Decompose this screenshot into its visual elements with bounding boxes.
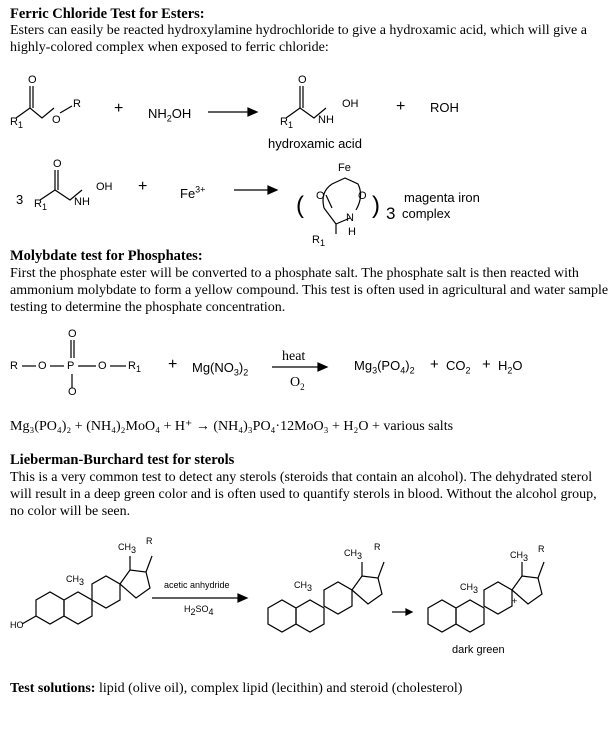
complex-o-right: O (358, 190, 367, 202)
reagent-acetic: acetic anhydride (164, 580, 230, 590)
phosphate-o1: O (38, 360, 47, 372)
phosphate-r: R (10, 360, 18, 372)
complex-count: 3 (386, 204, 396, 223)
sterol1-ch3: CH3 (66, 574, 85, 587)
acetic-anhydride-arrow (152, 593, 249, 603)
phosphate-r1: R1 (128, 360, 141, 375)
hydroxamic-nh: NH (318, 114, 334, 126)
oxygen-label: O2 (290, 375, 305, 392)
phosphate-o-top: O (68, 328, 77, 340)
complex-h: H (348, 226, 356, 238)
test-solutions: Test solutions: lipid (olive oil), compl… (10, 681, 463, 696)
ferric-ion: Fe3+ (180, 184, 206, 201)
magnesium-phosphate: Mg3(PO4)2 (354, 358, 415, 376)
magenta-label-2: complex (402, 206, 451, 221)
hydroxamic2-nh: NH (74, 196, 90, 208)
heat-label: heat (282, 349, 306, 364)
ferric-text: Esters can easily be reacted hydroxylami… (10, 23, 587, 55)
carbon-dioxide: CO2 (446, 358, 471, 376)
phosphate-o2: O (98, 360, 107, 372)
ester-r1: R1 (10, 116, 23, 131)
complex-n: N (346, 212, 354, 224)
dark-green-product-structure (427, 561, 545, 633)
hydroxamic2-r1: R1 (34, 198, 47, 213)
hydroxamic-acid-structure-2 (39, 170, 83, 201)
reaction-arrow-2 (234, 185, 279, 195)
left-paren: ( (296, 192, 304, 219)
phosphate-p: P (67, 360, 75, 372)
hydroxamic-oh: OH (342, 98, 359, 110)
hydroxamic-r1: R1 (280, 116, 293, 131)
roh: ROH (430, 100, 459, 115)
hydroxylamine: NH2OH (148, 106, 192, 124)
lieberman-heading: Lieberman-Burchard test for sterols (10, 452, 235, 468)
plus-sign: + (168, 356, 178, 373)
coefficient-3: 3 (16, 192, 24, 207)
molybdate-text: First the phosphate ester will be conver… (10, 266, 609, 315)
magnesium-nitrate: Mg(NO3)2 (192, 360, 249, 378)
ester-structure (15, 86, 73, 119)
sterol3-ch3-top: CH3 (510, 550, 529, 563)
sterol1-ho: HO (10, 620, 24, 630)
reaction-arrow (208, 107, 259, 117)
complex-fe: Fe (338, 162, 351, 174)
molybdate-heading: Molybdate test for Phosphates: (10, 248, 203, 264)
hydroxamic-acid-structure (285, 86, 327, 119)
dehydrated-sterol-structure (267, 561, 385, 633)
hydroxamic-o: O (298, 74, 307, 86)
lieberman-text: This is a very common test to detect any… (10, 470, 597, 519)
sterol2-ch3-top: CH3 (344, 548, 363, 561)
hydroxamic2-oh: OH (96, 181, 113, 193)
cholesterol-structure (21, 555, 153, 625)
water: H2O (498, 358, 523, 376)
plus-sign: + (396, 98, 406, 115)
phosphate-ester-structure (22, 340, 126, 388)
complex-r1: R1 (312, 234, 325, 249)
sterol2-r: R (374, 542, 381, 552)
plus-sign: + (114, 100, 124, 117)
sterol1-ch3-top: CH3 (118, 542, 137, 555)
sterol3-ch3: CH3 (460, 582, 479, 595)
hydroxamic-acid-label: hydroxamic acid (268, 136, 362, 151)
ester-o: O (52, 114, 61, 126)
ferric-heading: Ferric Chloride Test for Esters: (10, 6, 205, 22)
reagent-sulfuric: H2SO4 (184, 604, 214, 617)
plus-sign: + (138, 178, 148, 195)
hydroxamic2-o: O (53, 158, 62, 170)
right-paren: ) (372, 192, 380, 219)
heat-arrow (272, 362, 329, 372)
molybdate-equation-2: Mg₃(PO₄)₂ + (NH₄)₂MoO₄ + H⁺ → (NH₄)₃PO₄·… (10, 419, 454, 434)
sterol3-r: R (538, 544, 545, 554)
iron-complex-ring (322, 177, 362, 234)
complex-o-left: O (316, 190, 325, 202)
phosphate-o-bottom: O (68, 386, 77, 398)
dark-green-label: dark green (452, 644, 505, 656)
sterol3-plus: + (512, 596, 518, 606)
sterol2-ch3: CH3 (294, 580, 313, 593)
plus-sign: + (430, 356, 439, 373)
magenta-label-1: magenta iron (404, 190, 480, 205)
next-arrow (392, 608, 414, 616)
ester-r: R (73, 98, 81, 110)
plus-sign: + (482, 356, 491, 373)
ester-carbonyl-o: O (28, 74, 37, 86)
sterol1-r: R (146, 536, 153, 546)
